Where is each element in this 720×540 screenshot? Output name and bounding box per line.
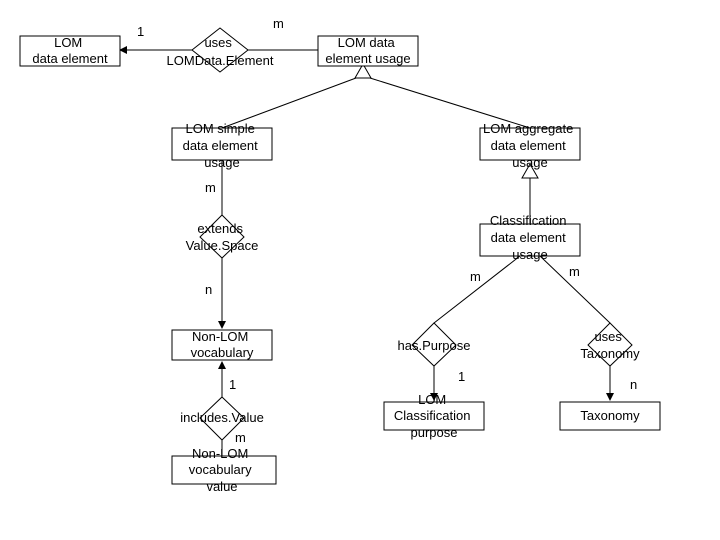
edge-aggregate-to-usage [369, 77, 531, 129]
entity-non-lom-vocabulary [171, 329, 273, 361]
entity-taxonomy [559, 401, 661, 431]
label-line: data element [32, 51, 108, 66]
cardinality-includes-top: 1 [229, 377, 236, 392]
label-extends-value-space: extends Value.Space [186, 221, 259, 253]
cardinality-extends-bottom: n [205, 282, 212, 297]
label-line: Non-LOM [192, 446, 248, 461]
label-non-lom-vocabulary: Non-LOM vocabulary [191, 329, 254, 360]
label-line: LOM [418, 392, 446, 407]
label-lom-simple-usage: LOM simple data element usage [183, 121, 262, 170]
label-line: usage [512, 155, 547, 170]
edge-classification-to-uses-taxonomy [539, 255, 611, 324]
cardinality-extends-top: m [205, 180, 216, 195]
label-line: includes.Value [180, 410, 264, 425]
label-line: LOM data [338, 35, 396, 50]
label-line: vocabulary [191, 345, 254, 360]
edge-simple-to-usage [221, 77, 357, 129]
label-line: usage [512, 247, 547, 262]
generalization-triangle-usage [354, 62, 372, 79]
entity-lom-classification-purpose [383, 401, 485, 431]
label-lom-aggregate-usage: LOM aggregate data element usage [483, 121, 577, 170]
label-lom-data-element: LOM data element [32, 35, 108, 66]
label-non-lom-vocabulary-value: Non-LOM vocabulary value [189, 446, 256, 494]
relationship-uses-lom-data-element [191, 27, 249, 73]
cardinality-uses-lom-left: 1 [137, 24, 144, 39]
label-line: extends [197, 221, 243, 236]
relationship-extends-value-space [199, 214, 245, 259]
edges [119, 46, 614, 456]
relationship-uses-taxonomy [587, 322, 633, 367]
cardinality-uses-taxonomy-top: m [569, 264, 580, 279]
label-line: data element [491, 230, 567, 245]
label-line: Classification [490, 213, 567, 228]
label-classification-usage: Classification data element usage [490, 213, 570, 262]
entity-lom-simple-usage [171, 127, 273, 161]
entity-lom-aggregate-usage [479, 127, 581, 161]
label-line: LOM aggregate [483, 121, 573, 136]
label-line: data element [491, 138, 567, 153]
label-uses-lom-data-element: uses LOMData.Element [167, 35, 274, 68]
label-line: Value.Space [186, 238, 259, 253]
label-line: Non-LOM [192, 329, 248, 344]
label-line: usage [204, 155, 239, 170]
cardinality-has-purpose-bottom: 1 [458, 369, 465, 384]
label-lom-data-element-usage: LOM data element usage [325, 35, 410, 66]
label-line: Classification [394, 408, 471, 423]
edge-classification-to-has-purpose [433, 255, 521, 324]
label-line: purpose [411, 425, 458, 440]
label-lom-classification-purpose: LOM Classification purpose [394, 392, 474, 440]
label-line: Taxonomy [580, 408, 640, 423]
label-line: LOMData.Element [167, 53, 274, 68]
label-uses-taxonomy: uses Taxonomy [580, 329, 640, 361]
entity-lom-data-element-usage [317, 35, 419, 67]
label-line: uses [204, 35, 232, 50]
label-line: vocabulary [189, 462, 252, 477]
cardinality-includes-bottom: m [235, 430, 246, 445]
label-line: data element [183, 138, 259, 153]
label-line: value [206, 479, 237, 494]
cardinality-has-purpose-top: m [470, 269, 481, 284]
cardinality-uses-taxonomy-bottom: n [630, 377, 637, 392]
entity-lom-data-element [19, 35, 121, 67]
relationship-has-purpose [411, 322, 457, 367]
generalization-triangle-aggregate [521, 162, 539, 179]
entity-non-lom-vocabulary-value [171, 455, 277, 485]
label-line: uses [594, 329, 622, 344]
label-line: element usage [325, 51, 410, 66]
label-line: has.Purpose [398, 338, 471, 353]
cardinality-uses-lom-right: m [273, 16, 284, 31]
label-line: LOM simple [186, 121, 255, 136]
label-line: Taxonomy [580, 346, 640, 361]
label-taxonomy: Taxonomy [580, 408, 640, 423]
entity-classification-usage [479, 223, 581, 257]
label-has-purpose: has.Purpose [398, 338, 471, 353]
label-line: LOM [54, 35, 82, 50]
label-includes-value: includes.Value [180, 410, 264, 425]
relationship-includes-value [199, 396, 245, 441]
